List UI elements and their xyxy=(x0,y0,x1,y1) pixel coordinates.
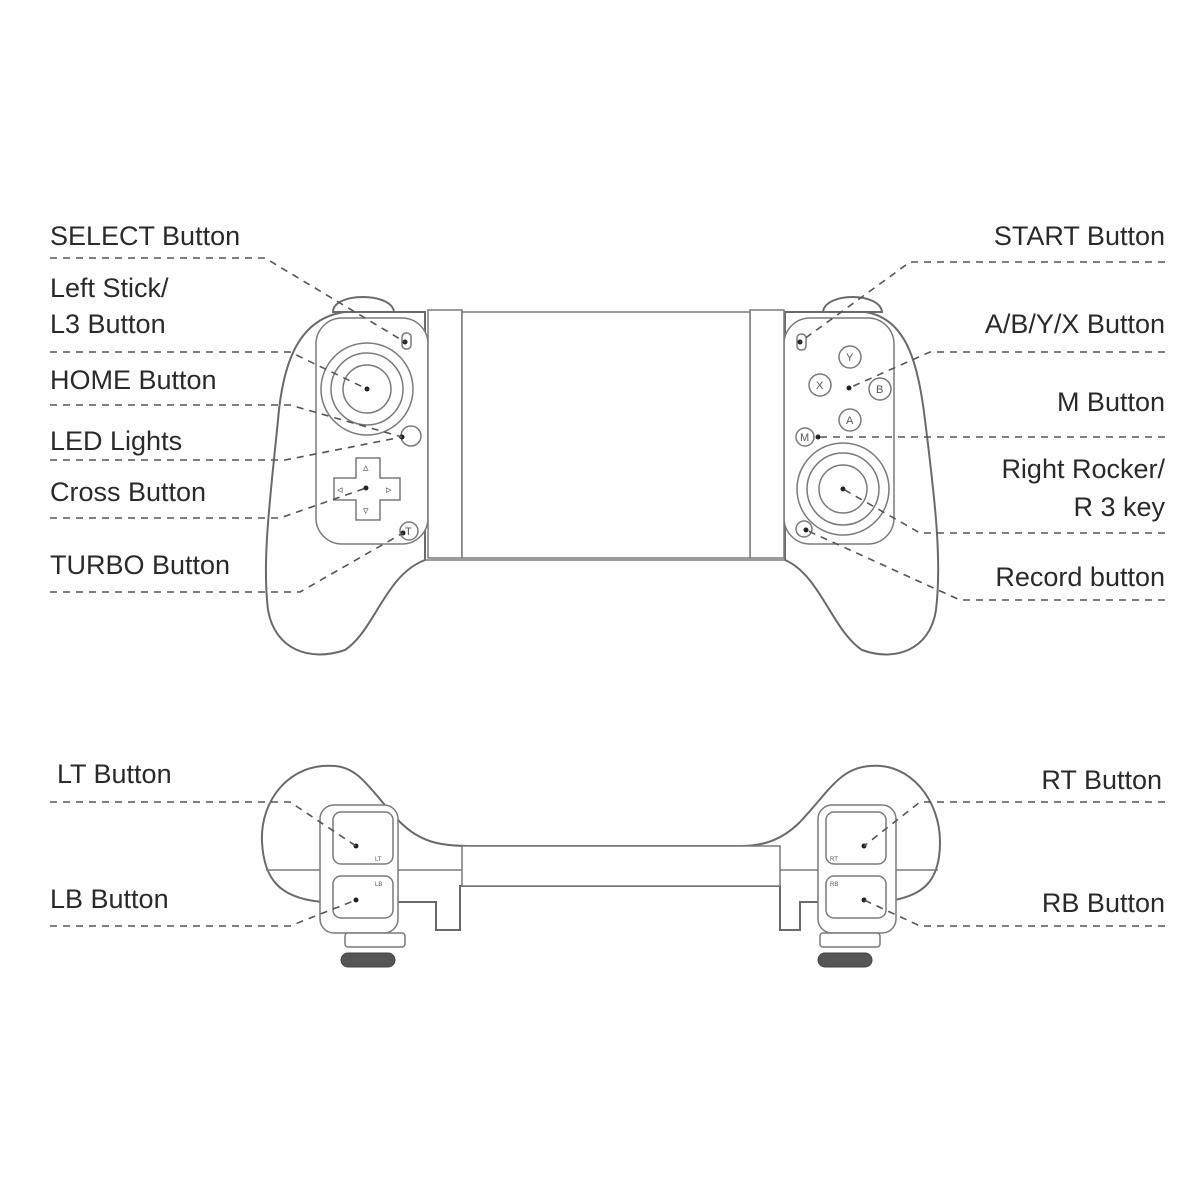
svg-text:▹: ▹ xyxy=(386,484,392,496)
label-left-stick-line2: L3 Button xyxy=(50,309,166,339)
controller-top-view: LT LB RT RB xyxy=(260,764,942,968)
right-stick-base xyxy=(819,932,881,948)
right-stick-cap xyxy=(817,952,873,968)
turbo-button xyxy=(399,521,419,541)
label-record-button: Record button xyxy=(995,562,1165,592)
left-rail xyxy=(427,309,463,559)
controller-front-view: ▵ ▿ ◃ ▹ T Y X B A M xyxy=(264,296,940,656)
m-button xyxy=(795,427,815,447)
svg-text:LB: LB xyxy=(375,882,382,888)
label-rb-button: RB Button xyxy=(1042,888,1165,918)
svg-text:X: X xyxy=(816,380,824,392)
front-leaders-right xyxy=(799,261,1165,601)
label-start-button: START Button xyxy=(994,221,1165,251)
front-leaders-left xyxy=(50,257,406,593)
label-select-button: SELECT Button xyxy=(50,221,240,251)
label-right-rocker-line2: R 3 key xyxy=(1073,492,1165,522)
label-cross-button: Cross Button xyxy=(50,477,206,507)
lt-button xyxy=(332,811,394,865)
label-right-rocker-line1: Right Rocker/ xyxy=(1001,454,1165,484)
svg-text:RB: RB xyxy=(830,882,838,888)
svg-text:Y: Y xyxy=(846,352,854,364)
svg-text:◃: ◃ xyxy=(337,484,343,496)
m-key-letter: M xyxy=(800,432,809,444)
svg-text:A: A xyxy=(846,415,854,427)
label-rt-button: RT Button xyxy=(1041,765,1162,795)
svg-text:▵: ▵ xyxy=(363,462,369,474)
left-stick-base xyxy=(344,932,406,948)
label-led-lights: LED Lights xyxy=(50,426,182,456)
label-m-button: M Button xyxy=(1057,387,1165,417)
svg-text:▿: ▿ xyxy=(363,505,369,517)
top-center-bar xyxy=(461,845,781,887)
phone-screen xyxy=(461,311,751,559)
face-buttons: Y X B A xyxy=(808,345,892,432)
svg-text:LT: LT xyxy=(375,857,382,863)
label-left-stick-line1: Left Stick/ xyxy=(50,273,169,303)
left-stick-cap xyxy=(340,952,396,968)
label-abyx-button: A/B/Y/X Button xyxy=(985,309,1165,339)
top-leaders xyxy=(50,801,1165,927)
label-lt-button: LT Button xyxy=(57,759,172,789)
label-lb-button: LB Button xyxy=(50,884,169,914)
turbo-key-letter: T xyxy=(405,526,412,538)
lb-button xyxy=(332,875,394,919)
label-turbo-button: TURBO Button xyxy=(50,550,230,580)
right-rail xyxy=(749,309,785,559)
label-home-button: HOME Button xyxy=(50,365,217,395)
rb-button xyxy=(825,875,887,919)
svg-text:B: B xyxy=(876,384,883,396)
svg-text:RT: RT xyxy=(830,857,838,863)
rt-button xyxy=(825,811,887,865)
